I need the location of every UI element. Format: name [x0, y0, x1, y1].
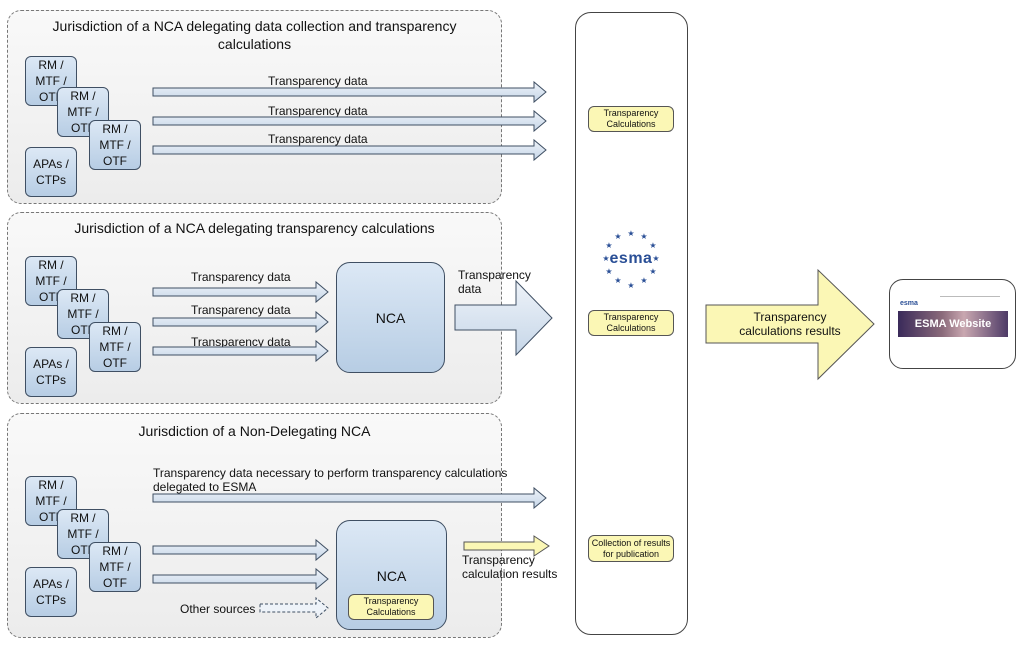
collection-of-results-box: Collection of results for publication [588, 535, 674, 562]
nca-label: NCA [376, 568, 407, 584]
venue-box: RM / MTF / OTF [89, 120, 141, 170]
apa-ctp-box: APAs / CTPs [25, 347, 77, 397]
nca-label: NCA [375, 310, 406, 326]
venue-box: RM / MTF / OTF [25, 56, 77, 106]
nca-output-label: Transparency data [458, 268, 531, 296]
svg-text:★: ★ [605, 241, 612, 250]
svg-text:★: ★ [605, 267, 612, 276]
esma-logo-text: esma [609, 250, 653, 267]
svg-text:★: ★ [614, 276, 621, 285]
arrow-label: Transparency data [191, 270, 291, 284]
svg-text:★: ★ [652, 254, 659, 263]
svg-text:★: ★ [649, 241, 656, 250]
arrow-label: Transparency data [268, 104, 368, 118]
transparency-data-arrow [152, 280, 329, 304]
apa-ctp-box: APAs / CTPs [25, 147, 77, 197]
website-caption: ESMA Website [914, 318, 992, 330]
venue-to-nca-arrow [152, 538, 329, 562]
website-brand: esma [900, 300, 918, 307]
panel-title: Jurisdiction of a Non-Delegating NCA [138, 423, 371, 439]
esma-logo: ★ ★ ★ ★ ★ ★ ★ ★ ★ ★ ★ ★ esma [600, 228, 662, 290]
panel-title: Jurisdiction of a NCA delegating transpa… [74, 220, 435, 236]
website-header: esma [900, 292, 1006, 307]
transparency-data-arrow [152, 109, 547, 133]
results-to-esma-arrow [463, 535, 550, 557]
transparency-data-arrow [152, 339, 329, 363]
other-sources-label: Other sources [180, 602, 256, 616]
venue-to-nca-arrow [152, 567, 329, 591]
transparency-data-arrow [152, 486, 547, 510]
website-banner [898, 311, 1008, 337]
arrow-label: Transparency data necessary to perform t… [153, 466, 508, 494]
venue-box: RM / MTF / OTF [57, 509, 109, 559]
other-sources-arrow [259, 596, 329, 620]
svg-text:★: ★ [627, 229, 634, 238]
nca-box: NCA [336, 262, 445, 373]
svg-text:★: ★ [602, 254, 609, 263]
output-arrow-label: Transparency calculations results [739, 310, 841, 338]
svg-text:★: ★ [627, 281, 634, 290]
arrow-label: Transparency data [268, 132, 368, 146]
svg-text:★: ★ [614, 232, 621, 241]
arrow-label: Transparency data [268, 74, 368, 88]
arrow-label: Transparency data [191, 303, 291, 317]
transparency-data-arrow [152, 310, 329, 334]
apa-ctp-box: APAs / CTPs [25, 567, 77, 617]
venue-box: RM / MTF / OTF [89, 542, 141, 592]
transparency-data-arrow [152, 138, 547, 162]
esma-transparency-calculations: Transparency Calculations [588, 310, 674, 336]
svg-text:★: ★ [640, 232, 647, 241]
results-output-arrow [705, 268, 875, 381]
esma-website-card[interactable]: esma ESMA Website [889, 279, 1016, 369]
svg-text:★: ★ [640, 276, 647, 285]
esma-stars-icon: ★ ★ ★ ★ ★ ★ ★ ★ ★ ★ ★ ★ [602, 229, 659, 290]
transparency-data-arrow [152, 80, 547, 104]
panel-title: Jurisdiction of a NCA delegating data co… [52, 18, 457, 52]
venue-box: RM / MTF / OTF [89, 322, 141, 372]
venue-box: RM / MTF / OTF [25, 476, 77, 526]
nca-transparency-calculations: Transparency Calculations [348, 594, 434, 620]
esma-transparency-calculations: Transparency Calculations [588, 106, 674, 132]
results-label: Transparency calculation results [462, 553, 558, 581]
arrow-label: Transparency data [191, 335, 291, 349]
svg-text:★: ★ [649, 267, 656, 276]
nca-to-esma-arrow [454, 279, 553, 357]
